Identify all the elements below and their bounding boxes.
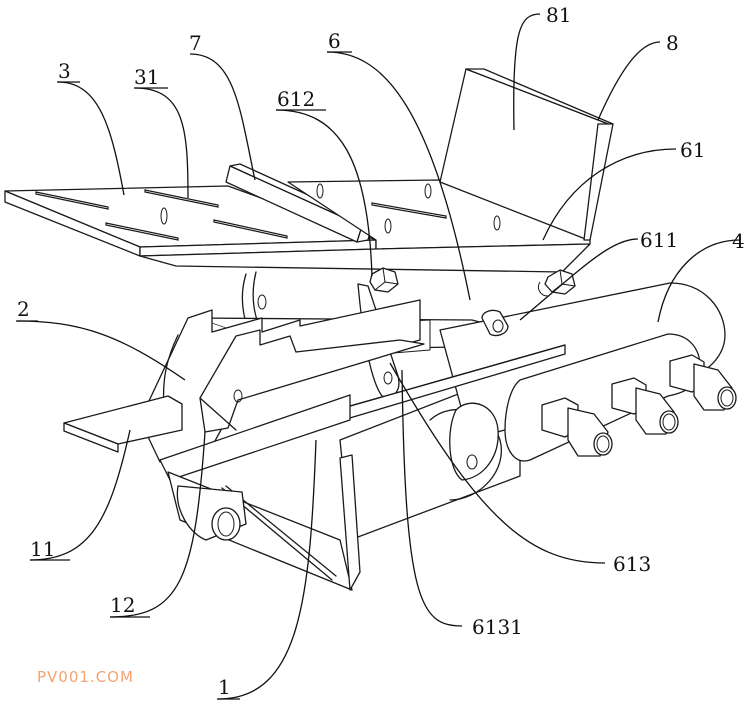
leader-612 [275, 109, 373, 277]
leader-12 [109, 431, 206, 618]
label-4: 4 [732, 229, 745, 253]
leader-2 [16, 320, 186, 381]
leader-11 [29, 429, 131, 561]
label-11-group: 11 [30, 537, 70, 561]
leader-3 [57, 81, 125, 196]
leader-1 [217, 439, 317, 700]
label-1-group: 1 [217, 675, 240, 700]
hex-nut-612 [369, 267, 399, 293]
leader-611 [519, 238, 639, 321]
label-3: 3 [58, 59, 71, 83]
label-31: 31 [134, 65, 159, 89]
leader-61 [542, 148, 677, 241]
leader-lines [16, 13, 741, 700]
label-6-group: 6 [327, 29, 352, 53]
leader-31 [134, 87, 189, 199]
reference-labels: 81 8 7 6 3 31 612 61 611 4 2 11 [16, 3, 745, 700]
panel-81 [439, 68, 614, 241]
label-7: 7 [189, 31, 202, 55]
leader-6131 [401, 369, 463, 627]
hinge-bearing [449, 402, 499, 481]
leader-6 [326, 51, 471, 301]
label-1: 1 [218, 675, 231, 699]
label-612: 612 [277, 87, 315, 111]
label-611: 611 [640, 228, 678, 252]
cylinder-4 [439, 282, 737, 462]
leader-4 [657, 239, 741, 323]
label-6: 6 [328, 29, 341, 53]
bolt-head [481, 309, 509, 337]
label-2-group: 2 [16, 297, 38, 322]
hex-nut-611 [537, 269, 576, 297]
leader-81 [513, 13, 541, 131]
side-plate-11 [63, 395, 183, 453]
hose-connector-2 [611, 377, 679, 435]
leader-8 [597, 41, 661, 121]
roller-wheel [176, 485, 247, 541]
label-31-group: 31 [134, 65, 168, 89]
label-613: 613 [613, 552, 651, 576]
leader-7 [189, 53, 256, 181]
hose-connector-1 [541, 397, 613, 457]
label-3-group: 3 [57, 59, 80, 83]
label-81: 81 [546, 3, 571, 27]
label-8: 8 [666, 31, 679, 55]
front-plate-12 [159, 394, 351, 481]
label-61: 61 [680, 138, 705, 162]
hose-connector-3 [669, 354, 737, 411]
label-612-group: 612 [276, 87, 326, 111]
label-12-group: 12 [110, 593, 150, 618]
label-12: 12 [110, 593, 135, 617]
watermark: PV001.COM [37, 668, 134, 686]
label-6131: 6131 [472, 615, 523, 639]
label-2: 2 [17, 297, 30, 321]
label-11: 11 [30, 537, 55, 561]
leader-613 [389, 362, 606, 564]
